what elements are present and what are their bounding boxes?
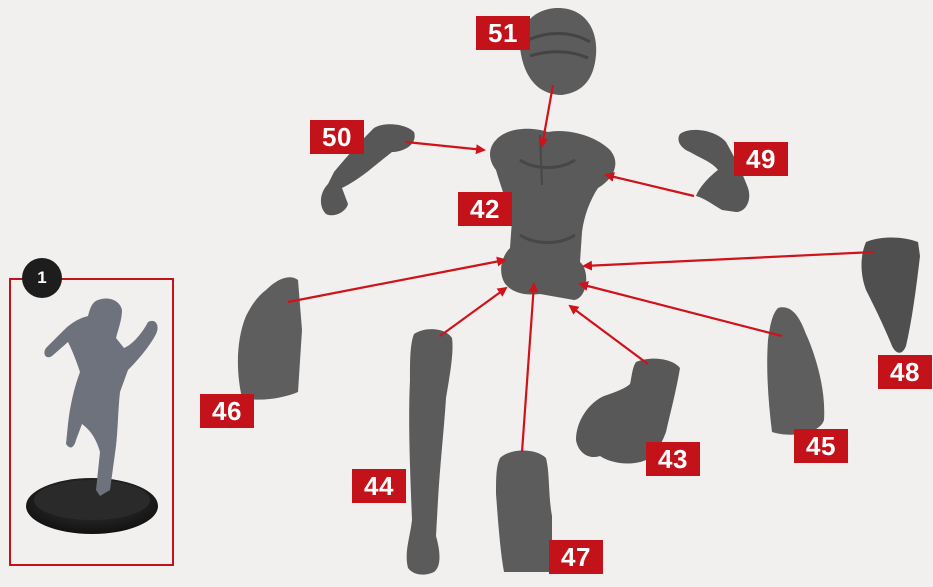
arrow-50-to-42 (406, 142, 484, 150)
part-label-49: 49 (734, 142, 788, 176)
part-label-50: 50 (310, 120, 364, 154)
part-label-48: 48 (878, 355, 932, 389)
part-46-skirt-left (238, 277, 302, 399)
part-label-51: 51 (476, 16, 530, 50)
arrow-46-to-42 (288, 260, 505, 302)
arrow-49-to-42 (606, 175, 694, 196)
part-label-47: 47 (549, 540, 603, 574)
step-reference-frame (9, 278, 174, 566)
part-label-42: 42 (458, 192, 512, 226)
part-48-tail (862, 238, 921, 353)
part-47-back-plate (496, 451, 552, 573)
arrow-48-to-42 (584, 252, 874, 266)
arrow-47-to-42 (522, 284, 534, 452)
part-label-45: 45 (794, 429, 848, 463)
part-51-head (520, 8, 596, 95)
arrow-43-to-42 (570, 306, 648, 364)
step-number-badge: 1 (22, 258, 62, 298)
arrow-45-to-42 (580, 284, 782, 336)
part-label-44: 44 (352, 469, 406, 503)
part-label-46: 46 (200, 394, 254, 428)
part-44-leg-left (407, 329, 453, 575)
part-45-skirt-right (767, 307, 824, 434)
arrow-44-to-42 (440, 288, 506, 336)
part-label-43: 43 (646, 442, 700, 476)
